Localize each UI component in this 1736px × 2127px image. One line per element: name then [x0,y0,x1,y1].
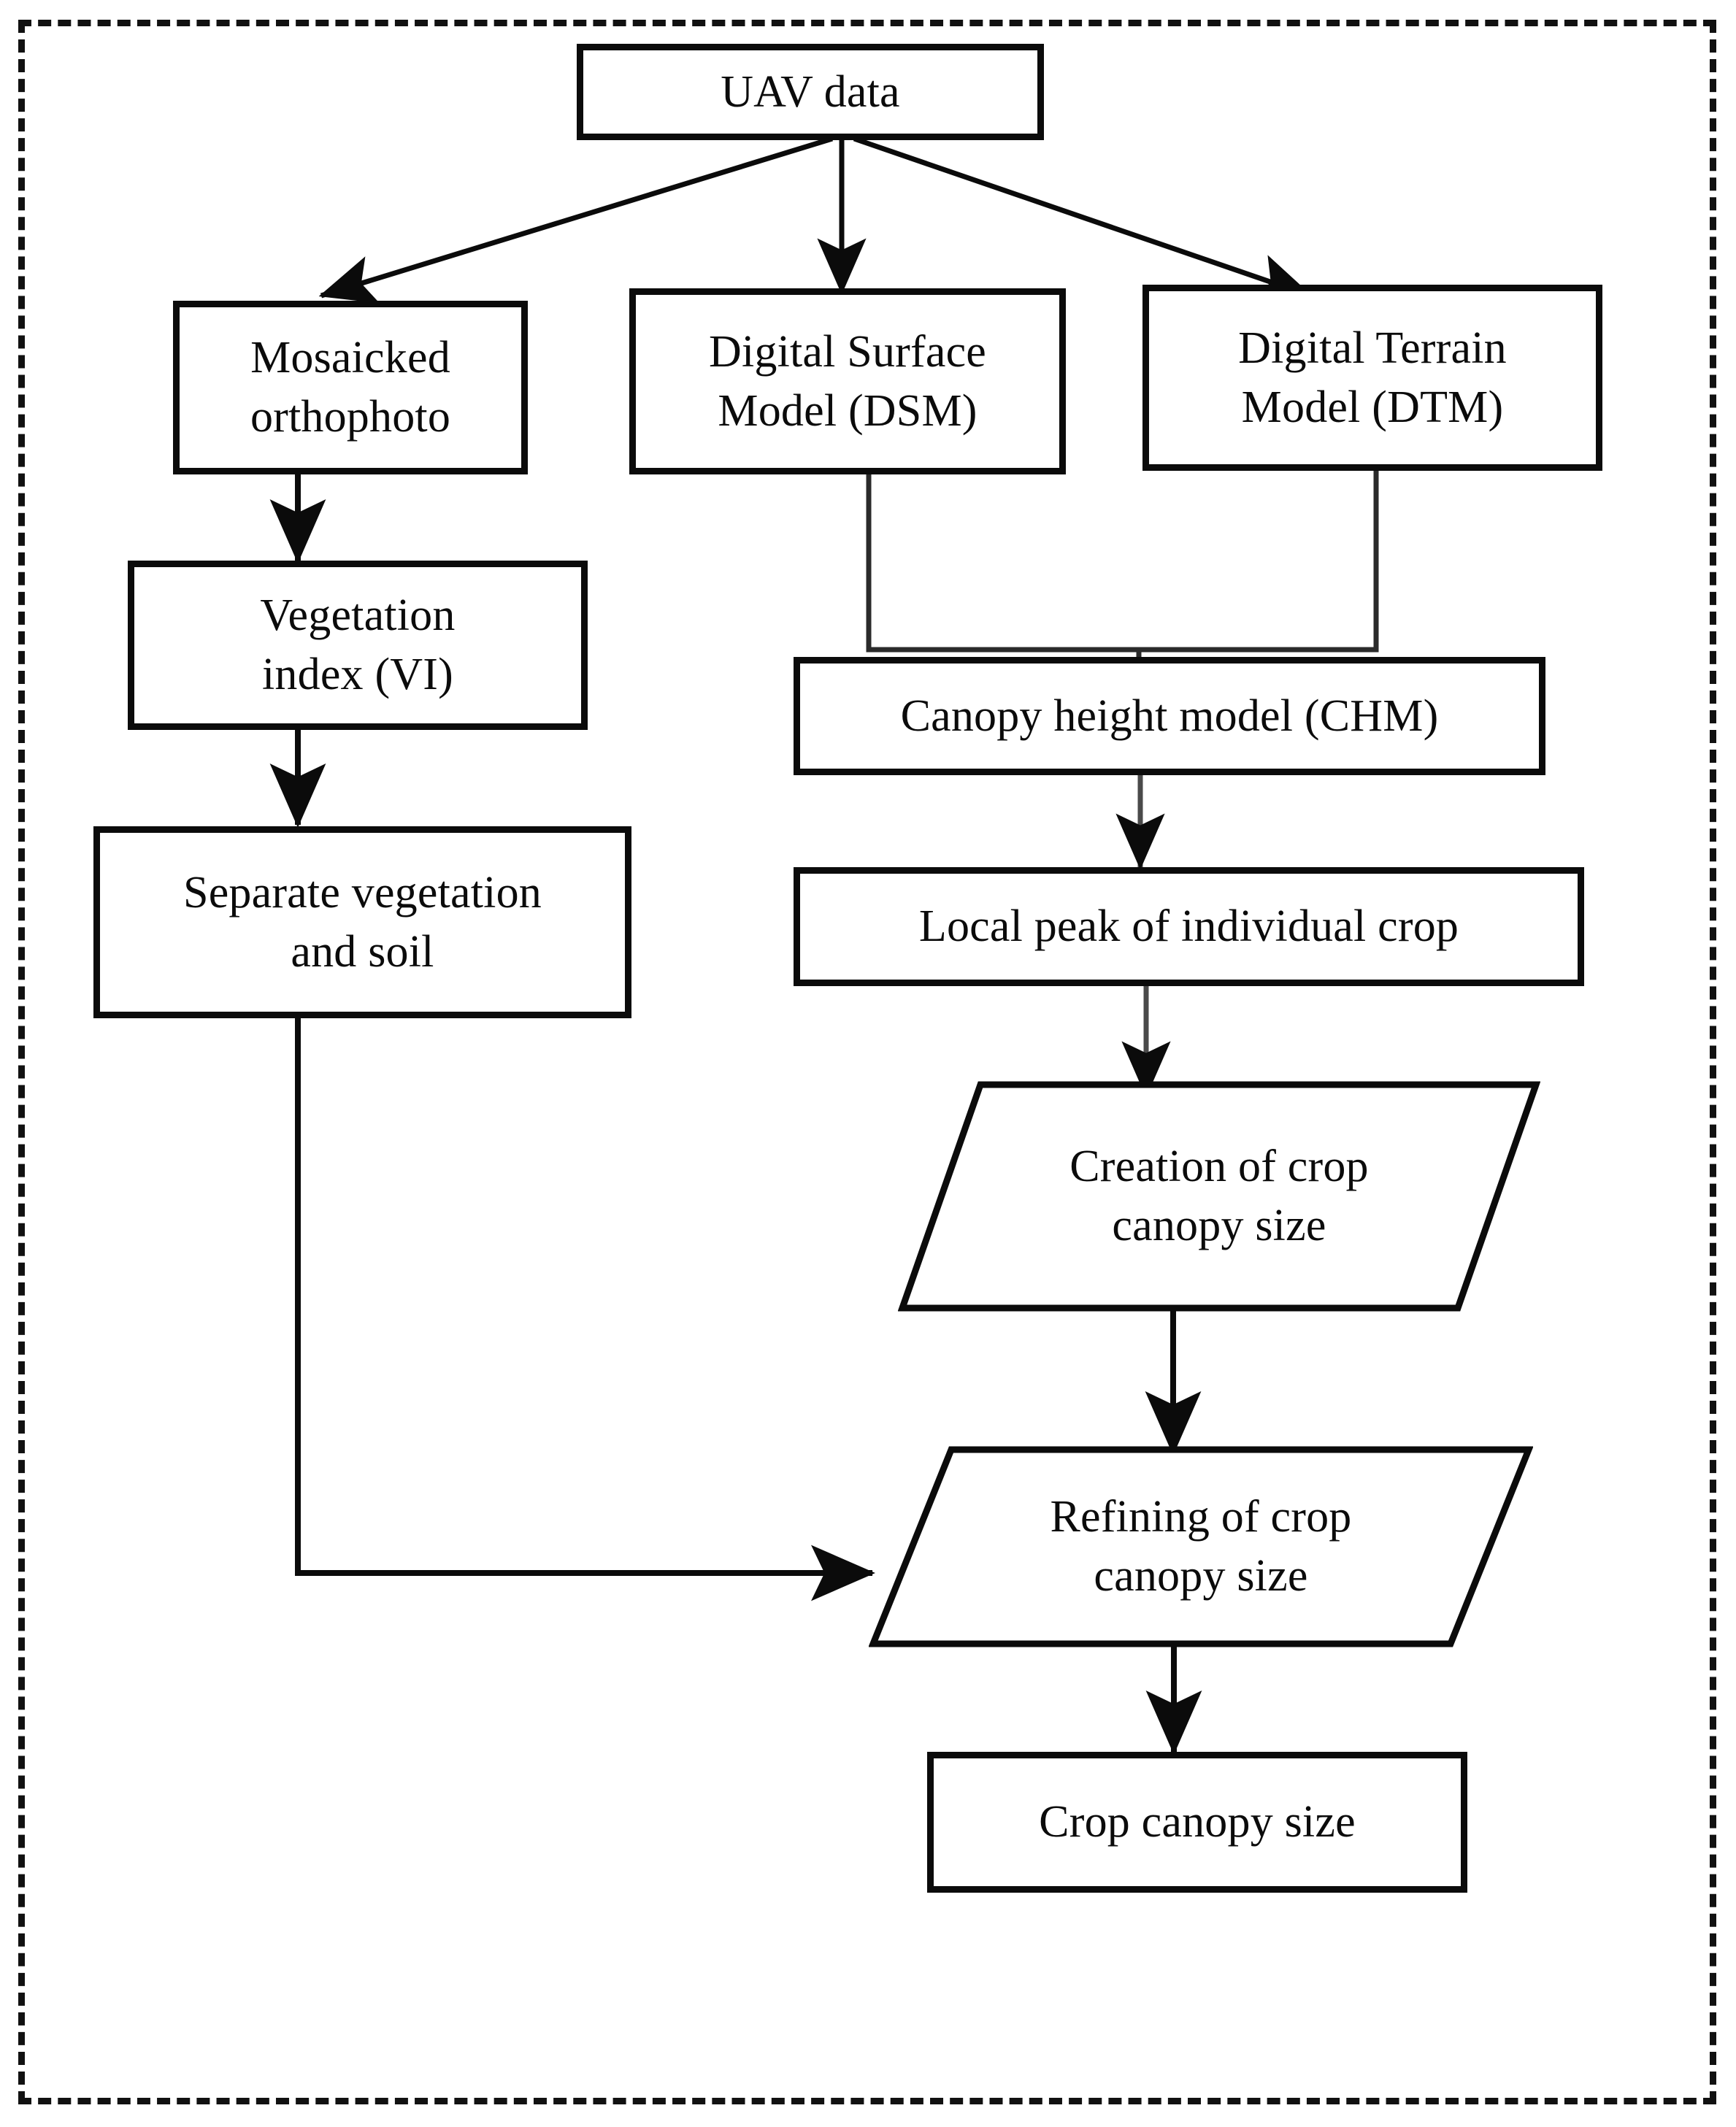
node-dtm-label: Digital Terrain Model (DTM) [1238,323,1507,432]
node-dtm[interactable]: Digital Terrain Model (DTM) [1142,285,1602,471]
edge-separate-to-refining [295,1018,875,1601]
node-uav-data-label: UAV data [721,66,900,117]
node-canopy-height-model[interactable]: Canopy height model (CHM) [794,657,1545,775]
node-crop-canopy-size[interactable]: Crop canopy size [927,1752,1467,1893]
node-separate-veg-soil-label: Separate vegetation and soil [183,867,542,977]
node-mosaicked-orthophoto-label: Mosaicked orthophoto [250,333,451,442]
node-canopy-height-model-label: Canopy height model (CHM) [900,691,1439,741]
node-vegetation-index-label: Vegetation index (VI) [260,591,456,699]
node-local-peak-label: Local peak of individual crop [918,901,1459,952]
node-creation-canopy-label: Creation of crop canopy size [1069,1142,1369,1250]
dashed-figure-border [18,20,1716,2104]
node-crop-canopy-size-label: Crop canopy size [1039,1797,1356,1847]
edge-dsm-merge [866,471,1139,653]
edge-uav-to-dtm [853,136,1313,301]
node-refining-canopy-label: Refining of crop canopy size [1050,1492,1352,1601]
node-vegetation-index[interactable]: Vegetation index (VI) [128,561,588,730]
edge-uav-to-orthophoto [318,136,834,304]
node-dsm-label: Digital Surface Model (DSM) [708,326,987,436]
node-uav-data[interactable]: UAV data [577,44,1044,140]
node-mosaicked-orthophoto[interactable]: Mosaicked orthophoto [173,301,528,474]
node-separate-veg-soil[interactable]: Separate vegetation and soil [93,826,631,1018]
node-dsm[interactable]: Digital Surface Model (DSM) [629,288,1066,474]
node-refining-canopy[interactable]: Refining of crop canopy size [869,1445,1533,1648]
node-local-peak[interactable]: Local peak of individual crop [794,867,1584,986]
parallelogram-shape-refining [869,1445,1533,1648]
parallelogram-shape-creation [898,1080,1540,1312]
node-creation-canopy[interactable]: Creation of crop canopy size [898,1080,1540,1312]
edge-dtm-merge [1139,471,1379,653]
